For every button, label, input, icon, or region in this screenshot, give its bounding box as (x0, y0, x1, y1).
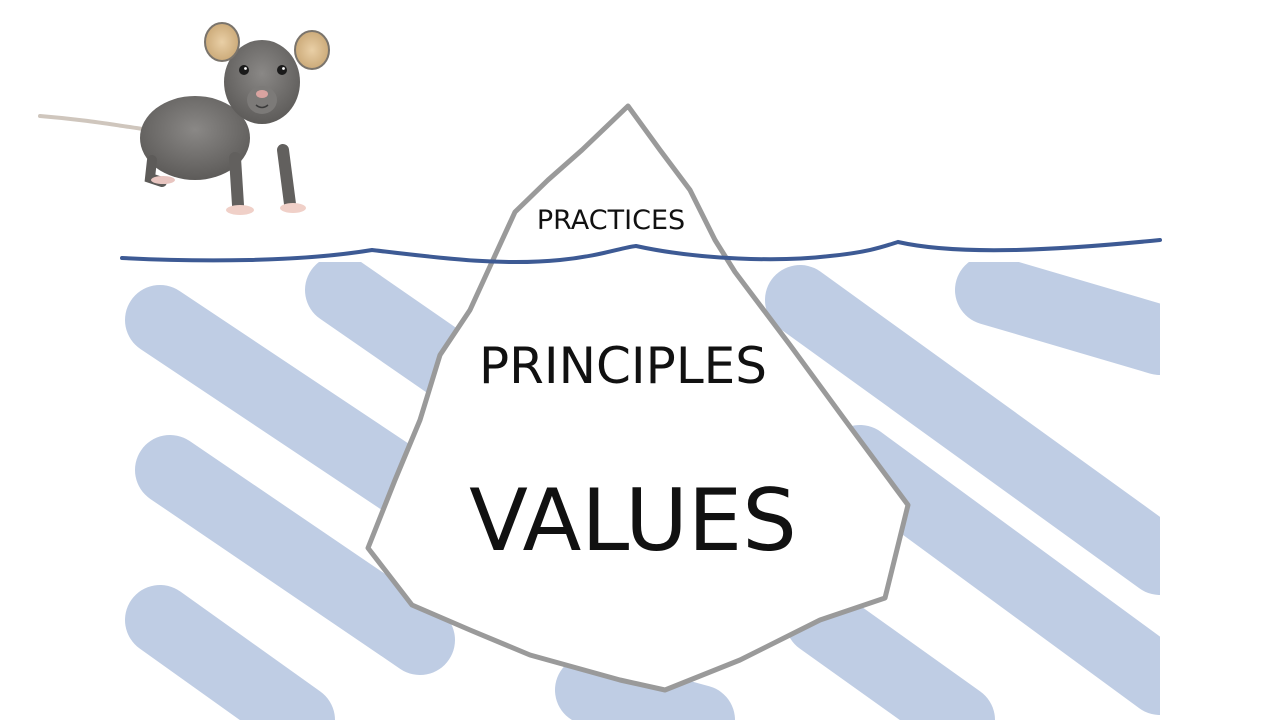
water-line (120, 238, 1162, 265)
water-scribbles (125, 262, 1160, 720)
water-stroke (135, 435, 455, 675)
iceberg (365, 103, 911, 693)
level-label-practices: PRACTICES (537, 205, 685, 236)
level-label-principles: PRINCIPLES (479, 337, 767, 395)
water-stroke (785, 585, 995, 720)
water-stroke (955, 262, 1160, 375)
level-label-values: VALUES (469, 471, 797, 571)
water-stroke (125, 585, 335, 720)
water-stroke (825, 425, 1160, 715)
water-stroke (555, 655, 735, 720)
rat-icon (38, 22, 330, 215)
water-stroke (765, 265, 1160, 595)
